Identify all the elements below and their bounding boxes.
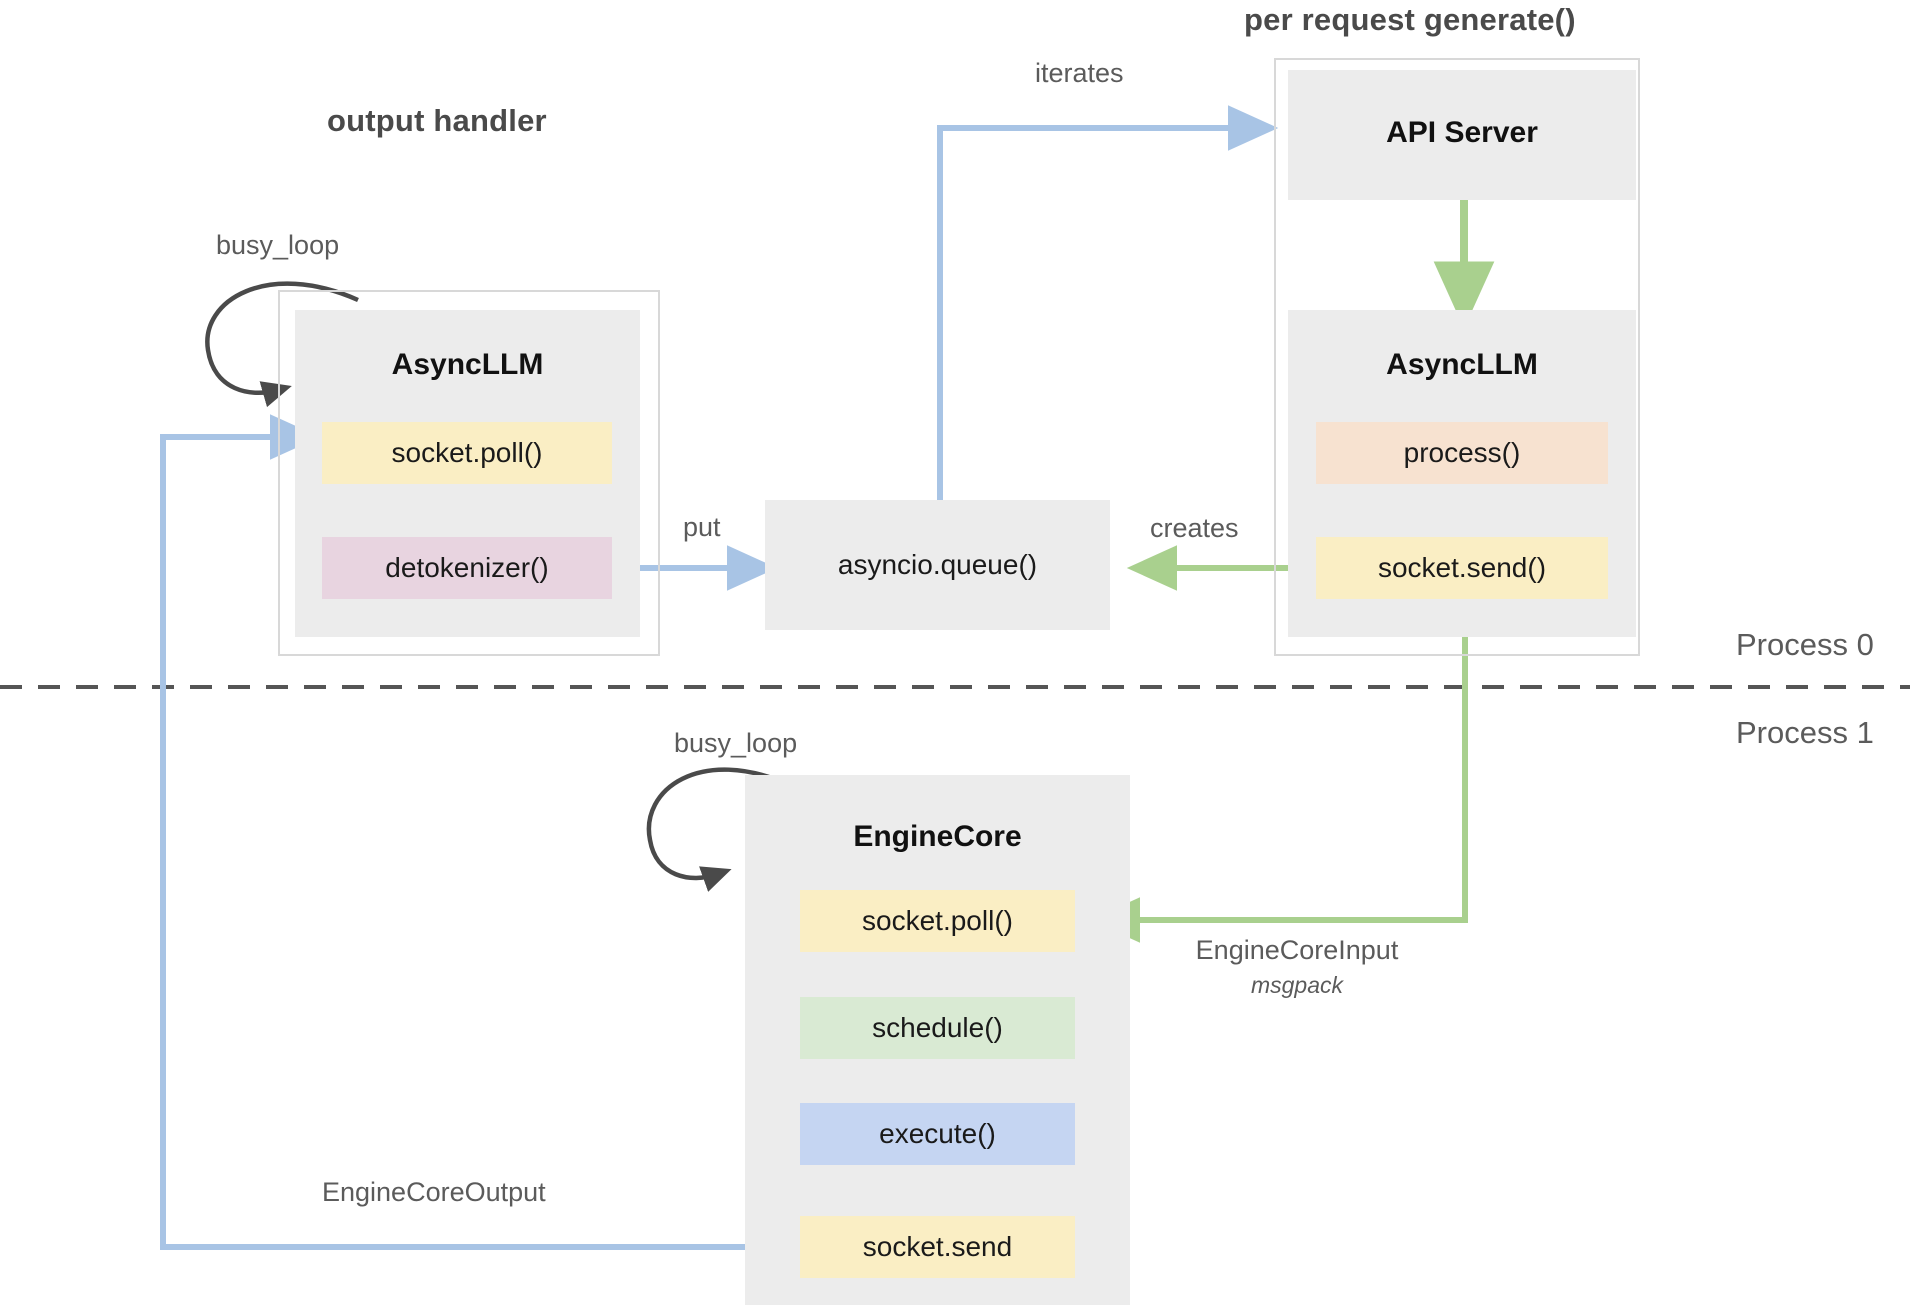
process-0-label: Process 0 xyxy=(1736,627,1874,662)
edge-label-engine-core-input: EngineCoreInput xyxy=(1195,935,1399,965)
method-detokenizer[interactable]: detokenizer() xyxy=(322,537,612,599)
busy-loop-label-asyncllm: busy_loop xyxy=(216,230,340,260)
method-socket-send-enginecore[interactable]: socket.send xyxy=(800,1216,1075,1278)
output-handler-frame xyxy=(278,290,660,656)
api-server-title: API Server xyxy=(1386,116,1538,149)
engine-core-title: EngineCore xyxy=(853,820,1022,853)
method-execute[interactable]: execute() xyxy=(800,1103,1075,1165)
method-schedule[interactable]: schedule() xyxy=(800,997,1075,1059)
edge-label-put: put xyxy=(683,512,721,542)
per-request-frame xyxy=(1274,58,1640,656)
output-handler-title: output handler xyxy=(327,103,547,138)
edge-label-creates: creates xyxy=(1150,513,1239,543)
method-socket-poll-enginecore[interactable]: socket.poll() xyxy=(800,890,1075,952)
edge-label-engine-core-output: EngineCoreOutput xyxy=(322,1177,546,1207)
edge-label-msgpack: msgpack xyxy=(1250,972,1344,998)
per-request-title: per request generate() xyxy=(1244,2,1576,37)
process-1-label: Process 1 xyxy=(1736,715,1874,750)
edge-iterates xyxy=(937,105,1279,500)
async-llm-output-handler-title: AsyncLLM xyxy=(391,348,544,381)
async-llm-request-title: AsyncLLM xyxy=(1386,348,1538,381)
api-server-box[interactable]: API Server xyxy=(1288,70,1636,200)
busy-loop-label-enginecore: busy_loop xyxy=(674,728,798,758)
edge-label-iterates: iterates xyxy=(1035,58,1124,88)
method-process[interactable]: process() xyxy=(1316,422,1608,484)
async-llm-output-handler-box[interactable]: AsyncLLM socket.poll() detokenizer() xyxy=(295,310,640,637)
async-llm-request-box[interactable]: AsyncLLM process() socket.send() xyxy=(1288,310,1636,637)
asyncio-queue-box[interactable]: asyncio.queue() xyxy=(765,500,1110,630)
method-socket-poll-output-handler[interactable]: socket.poll() xyxy=(322,422,612,484)
engine-core-box[interactable]: EngineCore socket.poll() schedule() exec… xyxy=(745,775,1130,1305)
method-socket-send-async-llm[interactable]: socket.send() xyxy=(1316,537,1608,599)
